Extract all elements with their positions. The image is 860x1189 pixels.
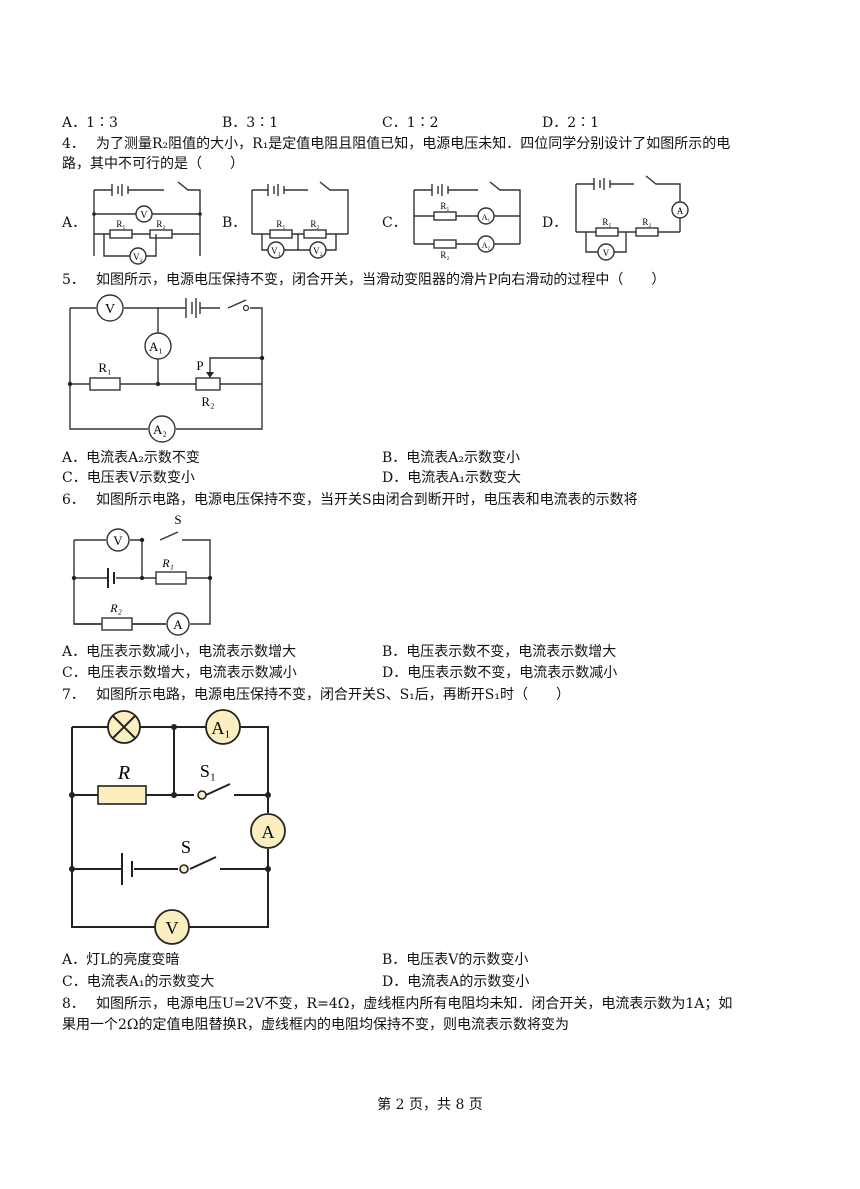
q4a-r2-label: R₂ [156,219,165,229]
q8-text-line2: 果用一个2Ω的定值电阻替换R，虚线框内的电阻均保持不变，则电流表示数将变为 [62,1017,570,1033]
q4c-a2-label: A₂ [482,241,491,250]
q3-option-c: C．1∶2 [382,115,439,131]
q4d-a-label: A [677,206,684,216]
q8-number: 8． [62,996,85,1012]
q7-number: 7． [62,687,85,703]
q4-label-b: B． [222,215,247,231]
q6-number: 6． [62,492,85,508]
q7-circuit: A₁ R S₁ A S V [69,709,286,945]
q4-label-a: A． [62,215,87,231]
page-footer: 第 2 页，共 8 页 [377,1097,483,1113]
q3-option-d: D．2∶1 [542,115,600,131]
q7-option-b: B．电压表V的示数变小 [382,952,529,968]
q4b-v1-label: V₁ [271,246,281,256]
q4a-v2-label: V₂ [133,252,143,262]
lamp-icon [107,710,141,744]
q4d-v-label: V [603,248,610,258]
q7-option-a: A．灯L的亮度变暗 [62,952,180,968]
q7-option-d: D．电流表A的示数变小 [382,974,530,990]
q5-r1-label: R₁ [98,360,111,375]
q4c-r1-label: R₁ [440,201,449,211]
q4-label-c: C． [382,215,407,231]
q4b-v2-label: V₂ [313,246,323,256]
q5-option-a: A．电流表A₂示数不变 [62,450,200,466]
q7-s1-label: S₁ [200,761,216,781]
q7-text: 如图所示电路，电源电压保持不变，闭合开关S、S₁后，再断开S₁时（ ） [96,687,570,703]
q4c-r2-label: R₂ [440,250,449,260]
q5-r2-label: R₂ [201,394,214,409]
q7-v-label: V [166,918,179,938]
q4a-r1-label: R₁ [116,219,125,229]
q7-a1-label: A₁ [211,718,230,738]
q7-a-label: A [262,822,275,842]
q5-a2-label: A₂ [153,422,167,437]
q6-option-b: B．电压表示数不变，电流表示数增大 [382,644,617,660]
q5-text: 如图所示，电源电压保持不变，闭合开关，当滑动变阻器的滑片P向右滑动的过程中（ ） [96,272,666,288]
q6-r2-label: R₂ [109,601,122,615]
q5-number: 5． [62,272,85,288]
q4-label-d: D． [542,215,568,231]
q4-circuit-d: A R₁ R₂ V [575,175,689,261]
q5-a1-label: A₁ [149,339,163,354]
q8-text-line1: 如图所示，电源电压U=2V不变，R=4Ω，虚线框内所有电阻均未知．闭合开关，电流… [96,996,733,1012]
q4-number: 4． [62,136,85,152]
q4-circuit-b: R₁ R₂ V₁ V₂ [251,181,349,259]
q3-option-a: A．1∶3 [62,115,118,131]
q4b-r1-label: R₁ [276,219,285,229]
q4a-v-label: V [140,210,148,221]
q5-p-label: P [196,358,203,373]
q6-v-label: V [113,533,123,548]
q6-r1-label: R₁ [161,556,174,570]
q7-s-label: S [181,837,191,857]
q4c-a1-label: A₁ [482,213,491,222]
q5-v-label: V [105,302,115,317]
q6-option-a: A．电压表示数减小，电流表示数增大 [62,644,297,660]
q3-option-b: B．3∶1 [222,115,279,131]
q5-option-b: B．电流表A₂示数变小 [382,450,521,466]
q4-text-line1: 为了测量R₂阻值的大小，R₁是定值电阻且阻值已知，电源电压未知．四位同学分别设计… [96,136,731,152]
q4-circuit-c: R₁ A₁ R₂ A₂ [413,181,521,260]
q4d-r1-label: R₁ [602,217,611,227]
q6-text: 如图所示电路，电源电压保持不变，当开关S由闭合到断开时，电压表和电流表的示数将 [96,492,638,508]
q6-a-label: A [173,617,183,632]
q4-circuit-a: V R₁ R₂ V₂ [92,181,202,265]
q6-option-d: D．电压表示数不变，电流表示数减小 [382,665,618,681]
q6-circuit: V S R₁ R₂ A [71,512,213,636]
q4d-r2-label: R₂ [642,217,651,227]
q7-r-label: R [117,762,130,784]
q4b-r2-label: R₂ [310,219,319,229]
q4-text-line2: 路，其中不可行的是（ ） [62,156,244,172]
q5-option-d: D．电流表A₁示数变大 [382,470,521,486]
q6-s-label: S [174,512,181,527]
q5-option-c: C．电压表V示数变小 [62,470,195,486]
q5-circuit: V A₁ R₁ P R₂ A₂ [67,294,265,443]
q7-option-c: C．电流表A₁的示数变大 [62,974,215,990]
q6-option-c: C．电压表示数增大，电流表示数减小 [62,665,297,681]
